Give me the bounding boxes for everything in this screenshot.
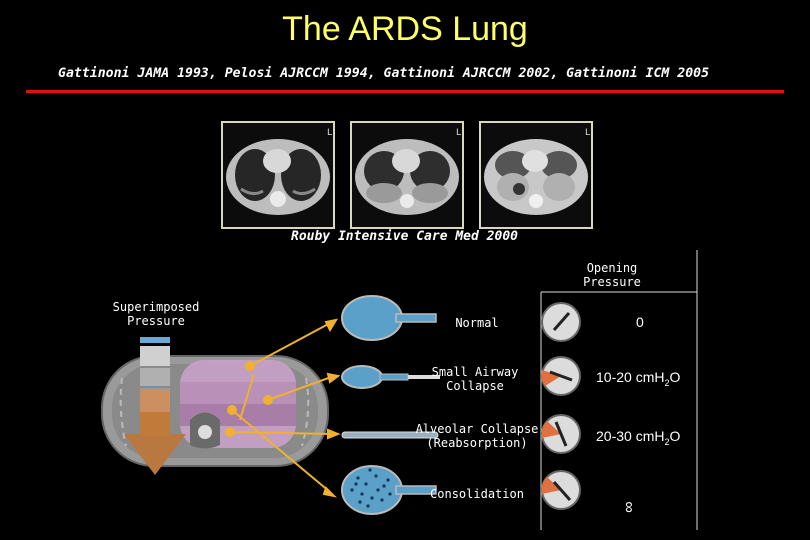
gauge-normal: [542, 303, 580, 341]
pressure-value-alveolar-collapse: 20-30 cmH2O: [596, 428, 680, 447]
superimposed-pressure-label: Superimposed Pressure: [96, 300, 216, 328]
pressure-value-small-airway-collapse: 10-20 cmH2O: [596, 369, 680, 388]
gauge-small-airway-collapse: [541, 357, 580, 395]
row-label-consolidation: Consolidation: [412, 487, 542, 501]
gauge-alveolar-collapse: [542, 415, 580, 453]
opening-pressure-header: Opening Pressure: [570, 261, 654, 289]
row-label-alveolar-collapse: Alveolar Collapse (Reabsorption): [412, 422, 542, 450]
gauge-consolidation: [542, 471, 580, 509]
row-label-small-airway-collapse: Small Airway Collapse: [412, 365, 538, 393]
pressure-value-normal: 0: [636, 314, 644, 330]
pressure-value-consolidation: ∞: [621, 501, 639, 512]
row-label-normal: Normal: [412, 316, 542, 330]
